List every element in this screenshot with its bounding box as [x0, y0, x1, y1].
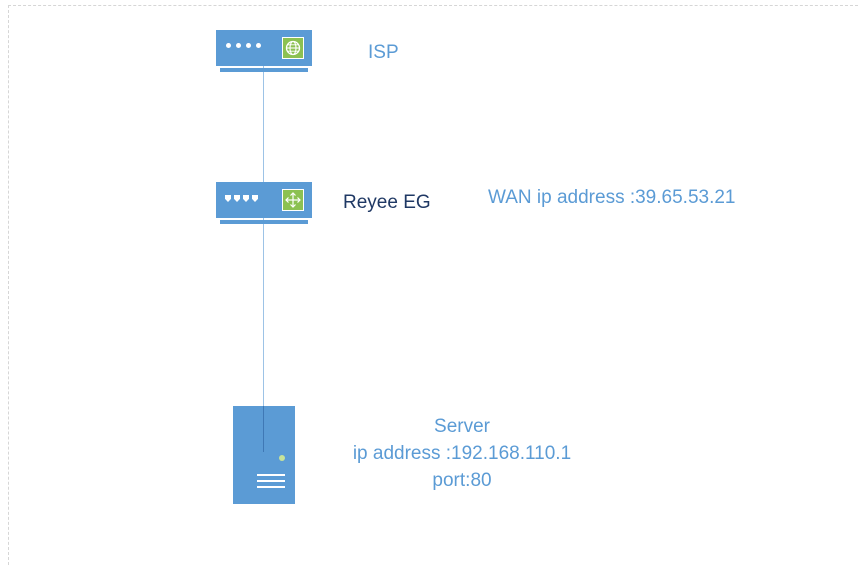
isp-modem-base: [220, 68, 308, 72]
router-base: [220, 220, 308, 224]
server-vent-bars: [257, 474, 285, 492]
isp-label: ISP: [368, 42, 399, 63]
isp-status-leds: [226, 43, 261, 48]
isp-modem-body: [216, 30, 312, 66]
router-port: [252, 195, 258, 202]
isp-modem-device: [216, 30, 312, 72]
router-arrows-icon: [282, 189, 304, 211]
server-link-end: [263, 406, 264, 452]
router-port: [243, 195, 249, 202]
router-port: [234, 195, 240, 202]
server-vent-bar: [257, 480, 285, 482]
server-vent-bar: [257, 474, 285, 476]
router-label: Reyee EG: [343, 192, 431, 213]
wan-ip-label: WAN ip address :39.65.53.21: [488, 187, 736, 208]
led-dot: [236, 43, 241, 48]
server-icon: [233, 406, 295, 504]
server-vent-bar: [257, 486, 285, 488]
router-port: [225, 195, 231, 202]
led-dot: [226, 43, 231, 48]
server-ip-address: ip address :192.168.110.1: [352, 443, 572, 464]
server-status-led: [279, 455, 285, 461]
network-link-line: [263, 62, 264, 452]
router-device: [216, 182, 312, 224]
server-port: port:80: [432, 470, 492, 491]
router-ports: [225, 195, 258, 202]
led-dot: [256, 43, 261, 48]
router-body: [216, 182, 312, 218]
server-title: Server: [434, 416, 490, 437]
diagram-frame: [8, 5, 858, 565]
server-info: Server ip address :192.168.110.1 port:80: [330, 413, 594, 494]
led-dot: [246, 43, 251, 48]
globe-icon: [282, 37, 304, 59]
